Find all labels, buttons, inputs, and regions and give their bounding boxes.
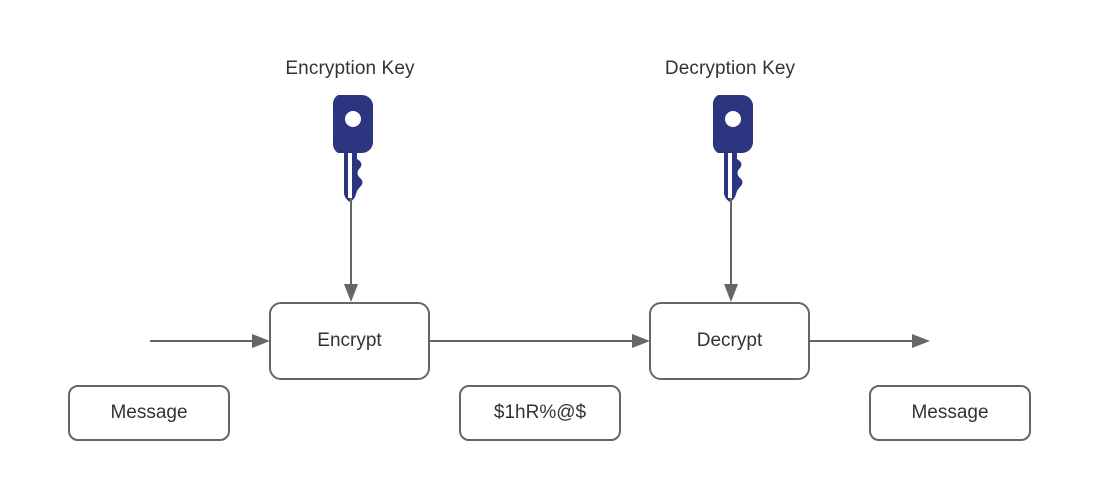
process-box-encrypt[interactable]: Encrypt: [269, 302, 430, 380]
data-box-plaintext-output[interactable]: Message: [869, 385, 1031, 441]
data-box-plaintext-input-label: Message: [110, 402, 188, 423]
process-box-encrypt-label: Encrypt: [317, 330, 382, 351]
encryption-key-icon: [327, 95, 373, 203]
arrow-encrypt-to-decrypt: [430, 334, 650, 348]
decryption-key-icon: [707, 95, 753, 203]
data-box-plaintext-input[interactable]: Message: [68, 385, 230, 441]
decryption-key-label: Decryption Key: [664, 58, 796, 79]
arrow-decryption-key-to-decrypt: [724, 198, 738, 302]
encryption-key-label: Encryption Key: [285, 58, 415, 79]
data-box-ciphertext[interactable]: $1hR%@$: [459, 385, 621, 441]
data-box-plaintext-output-label: Message: [911, 402, 989, 423]
arrow-input-to-encrypt: [150, 334, 270, 348]
arrow-encryption-key-to-encrypt: [344, 198, 358, 302]
process-box-decrypt-label: Decrypt: [696, 330, 763, 351]
arrow-decrypt-to-output: [810, 334, 930, 348]
data-box-ciphertext-label: $1hR%@$: [493, 402, 587, 423]
process-box-decrypt[interactable]: Decrypt: [649, 302, 810, 380]
